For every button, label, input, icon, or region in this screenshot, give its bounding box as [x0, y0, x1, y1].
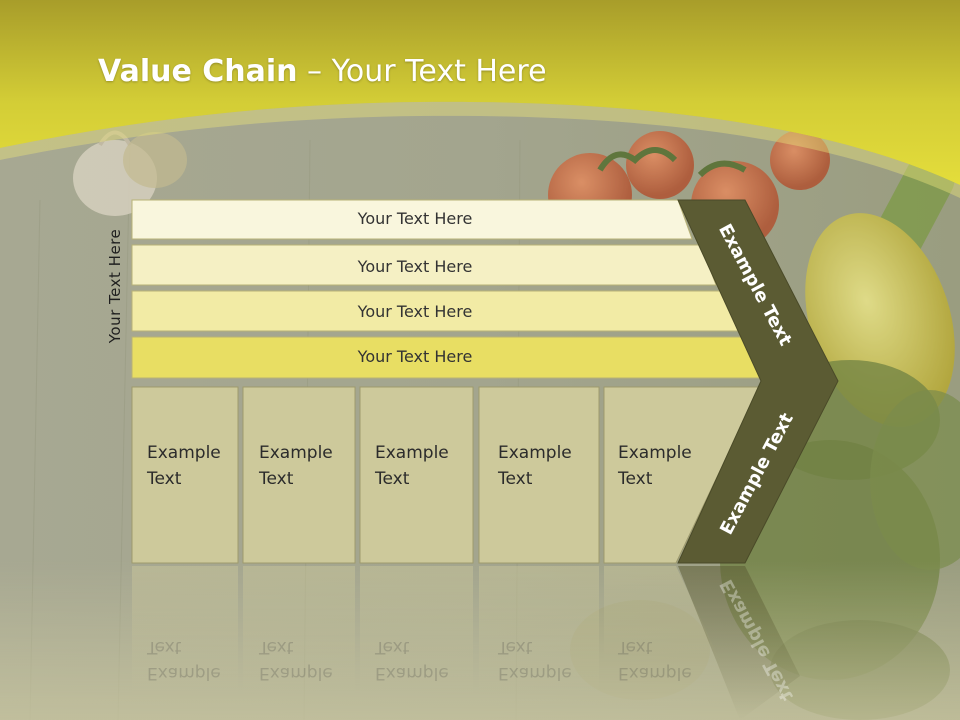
box-1 — [131, 386, 239, 564]
box-4 — [478, 386, 600, 564]
chevron-arrow — [677, 199, 839, 564]
box-3 — [359, 386, 474, 564]
row-4-label: Your Text Here — [357, 347, 473, 366]
row-2 — [131, 244, 717, 286]
row-2-label: Your Text Here — [357, 257, 473, 276]
row-1-label: Your Text Here — [357, 209, 473, 228]
title-rest: – Your Text Here — [297, 54, 547, 89]
box-5 — [603, 386, 761, 564]
row-1 — [131, 199, 693, 240]
slide-title: Value Chain – Your Text Here — [98, 54, 547, 89]
box-2 — [242, 386, 356, 564]
title-bold: Value Chain — [98, 54, 298, 89]
row-3-label: Your Text Here — [357, 302, 473, 321]
